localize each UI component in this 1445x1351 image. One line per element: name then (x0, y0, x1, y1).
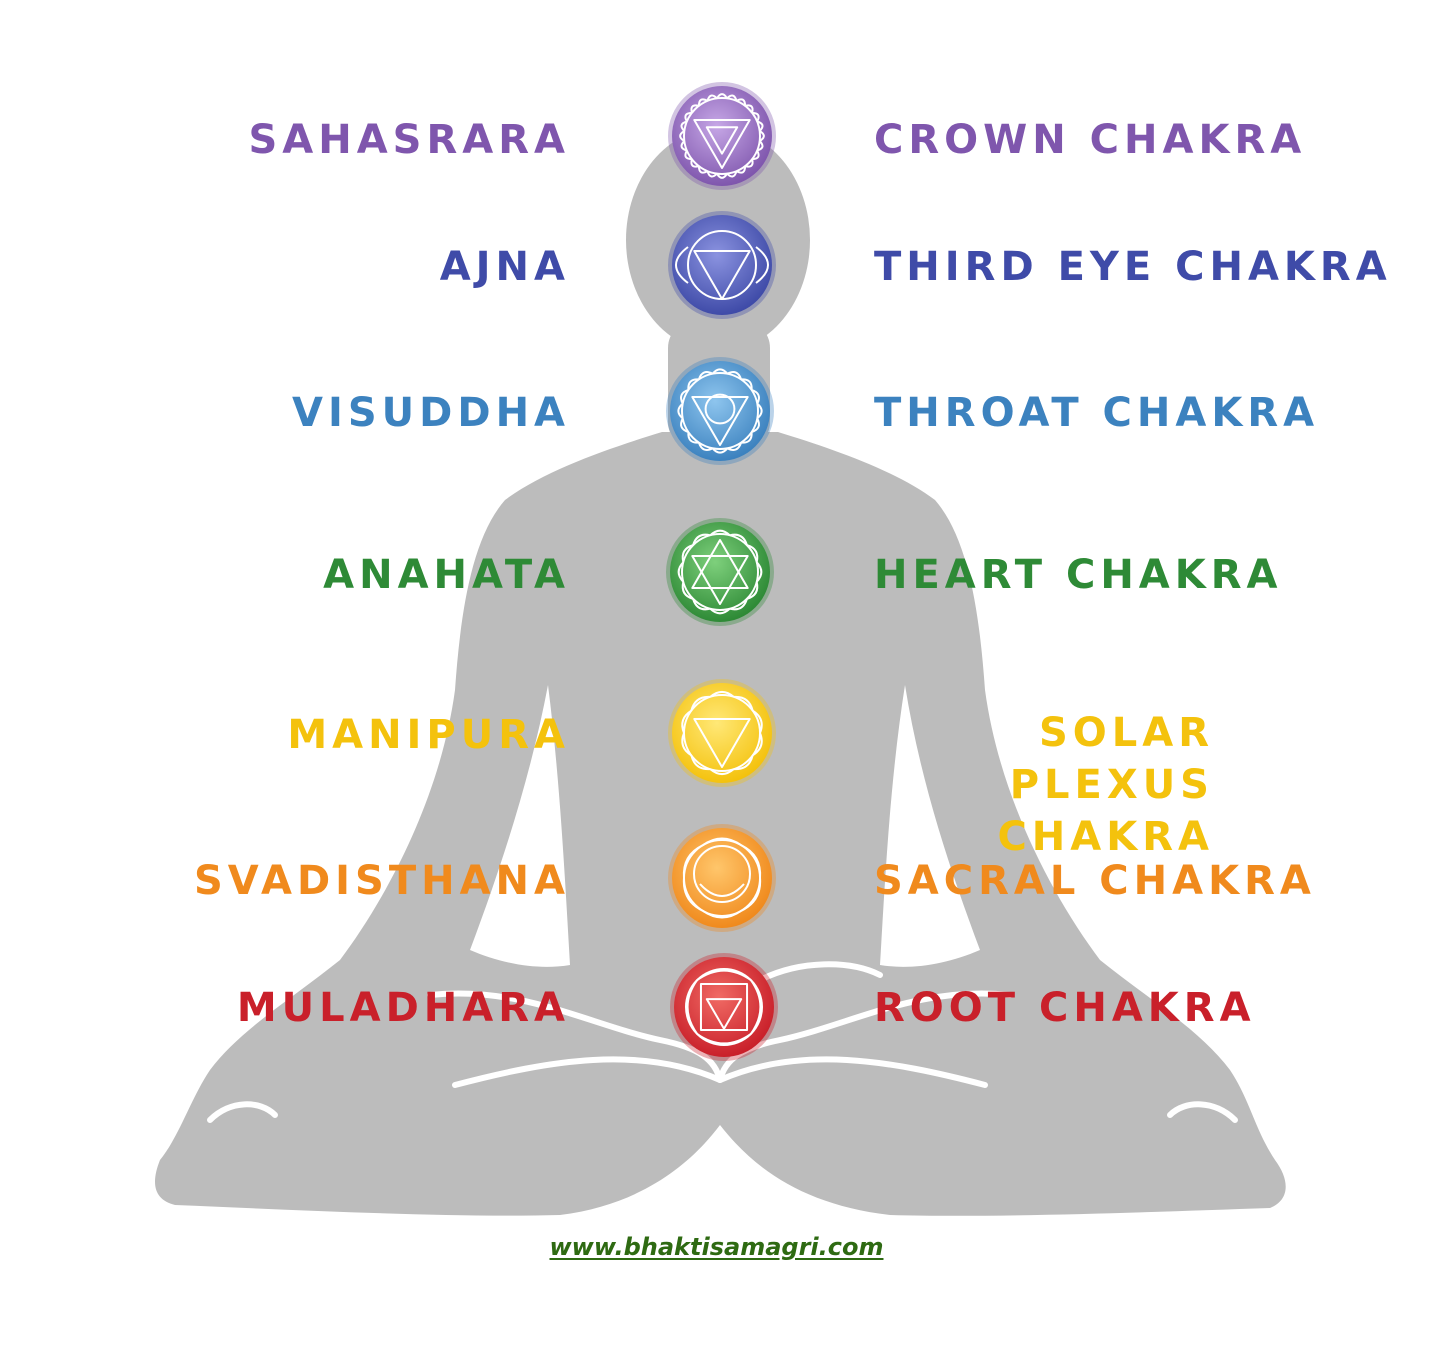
sanskrit-label-manipura: MANIPURA (287, 712, 570, 758)
english-label-crown: CROWN CHAKRA (874, 117, 1307, 163)
english-label-sacral: SACRAL CHAKRA (874, 858, 1316, 904)
english-label-heart: HEART CHAKRA (874, 552, 1283, 598)
english-label-solar-plexus: SOLAR PLEXUS CHAKRA (997, 710, 1214, 860)
sanskrit-label-sahasrara: SAHASRARA (248, 117, 570, 163)
sanskrit-label-anahata: ANAHATA (323, 552, 570, 598)
thousand-petal-lotus-icon (668, 82, 776, 190)
two-petal-triangle-icon (668, 211, 776, 319)
sanskrit-label-ajna: AJNA (439, 244, 570, 290)
crescent-moon-lotus-icon (668, 824, 776, 932)
sanskrit-label-visuddha: VISUDDHA (292, 390, 570, 436)
english-label-third-eye: THIRD EYE CHAKRA (874, 244, 1392, 290)
english-label-throat: THROAT CHAKRA (874, 390, 1320, 436)
sixteen-petal-triangle-icon (666, 357, 774, 465)
sanskrit-label-muladhara: MULADHARA (236, 985, 570, 1031)
ten-petal-triangle-icon (668, 679, 776, 787)
website-link[interactable]: www.bhaktisamagri.com (549, 1233, 884, 1261)
english-label-root: ROOT CHAKRA (874, 985, 1256, 1031)
hexagram-lotus-icon (666, 518, 774, 626)
sanskrit-label-svadisthana: SVADISTHANA (193, 858, 570, 904)
square-triangle-lotus-icon (670, 953, 778, 1061)
